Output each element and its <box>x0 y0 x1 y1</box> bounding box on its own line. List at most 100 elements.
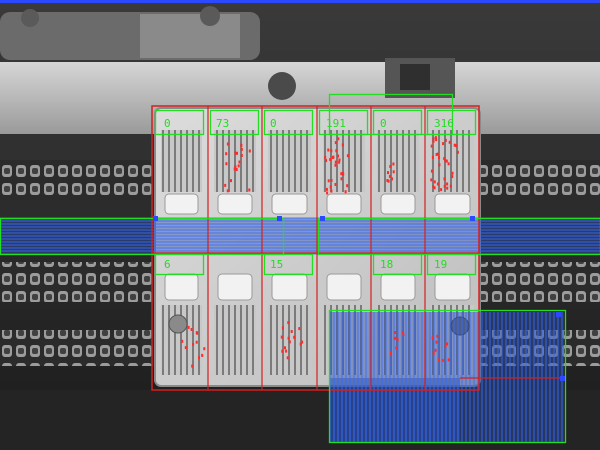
defect-dot <box>433 180 436 184</box>
heatsink-fins-top-6 <box>431 130 474 192</box>
roi-detection-boxes[interactable] <box>0 93 600 444</box>
defect-dot <box>390 351 392 355</box>
heatsink-fins-top-5 <box>377 130 419 192</box>
defect-dot <box>330 189 333 193</box>
defect-dot <box>438 163 441 167</box>
defect-dot <box>396 338 399 342</box>
lower-band-fill <box>330 312 564 442</box>
roi-box-lower[interactable] <box>328 309 567 444</box>
defect-dot <box>393 337 396 340</box>
defect-dot <box>281 349 284 353</box>
defect-dot <box>436 334 439 338</box>
roi-corner-marker[interactable] <box>556 312 561 317</box>
cylinder-body <box>140 14 240 58</box>
defect-dot <box>331 156 334 159</box>
defect-dot <box>234 165 237 169</box>
defect-dot <box>451 175 454 179</box>
heatsink-fins-top-1 <box>161 130 202 192</box>
defect-dot <box>326 191 329 195</box>
defect-dot <box>447 162 450 166</box>
roi-box-label-5[interactable] <box>372 109 423 136</box>
defect-dot <box>387 179 390 183</box>
sensor-head <box>400 64 430 90</box>
clip-top-2 <box>217 193 253 215</box>
defect-dot <box>338 160 341 164</box>
roi-box-label-7[interactable] <box>154 253 205 276</box>
defect-dot <box>225 162 228 166</box>
defect-dot <box>299 342 302 346</box>
defect-dot <box>240 147 243 151</box>
inspection-band-lower[interactable] <box>329 312 564 442</box>
roi-corner-marker[interactable] <box>320 216 325 221</box>
count-label-top-1: 0 <box>164 117 171 130</box>
roi-corner-marker[interactable] <box>153 216 158 221</box>
defect-dot <box>224 183 227 187</box>
defect-dot <box>432 139 435 143</box>
clip-top-5 <box>380 193 416 215</box>
roi-box-label-9[interactable] <box>372 253 423 276</box>
roi-grid[interactable] <box>151 105 565 391</box>
defect-dot <box>441 358 444 362</box>
defect-dot <box>430 178 433 182</box>
defect-dot <box>392 162 395 166</box>
defect-dot <box>431 336 434 340</box>
inspection-band-upper[interactable] <box>0 217 600 255</box>
heatsink-fins-top-3 <box>268 130 311 192</box>
defect-dot <box>240 143 243 147</box>
defect-dot <box>341 143 344 147</box>
defect-dot <box>236 151 238 155</box>
defect-dot <box>446 342 449 346</box>
defect-dot <box>298 327 301 331</box>
defect-dot <box>330 178 333 182</box>
defect-dot <box>387 171 389 175</box>
defect-dot <box>334 160 337 164</box>
defect-dot <box>436 152 439 156</box>
defect-dot <box>444 159 447 163</box>
roi-box-label-6[interactable] <box>426 109 477 136</box>
defect-dot <box>431 155 434 159</box>
defect-dot <box>327 179 330 183</box>
count-label-bottom-5: 18 <box>380 258 393 271</box>
defect-dot <box>226 189 229 193</box>
roi-grid-outline <box>151 105 480 391</box>
defect-dot <box>341 171 344 175</box>
defect-dot <box>334 183 337 186</box>
roi-box-label-4[interactable] <box>318 109 369 136</box>
heatsink-fins-bottom-2 <box>214 305 256 375</box>
machine-base <box>0 390 600 450</box>
defect-dot <box>340 172 343 176</box>
defect-dot <box>334 141 337 145</box>
roi-box-label-8[interactable] <box>263 253 314 276</box>
roi-corner-marker[interactable] <box>560 376 565 381</box>
defect-dot <box>187 325 190 329</box>
clip-bottom-2 <box>217 273 253 301</box>
defect-dot <box>443 177 446 181</box>
defect-dot <box>436 182 439 186</box>
defect-dot <box>392 170 395 174</box>
defect-dot <box>344 190 347 194</box>
defect-dot <box>325 159 328 163</box>
defect-dot <box>433 186 436 190</box>
roi-corner-marker[interactable] <box>277 216 282 221</box>
roi-box-label-3[interactable] <box>263 109 314 136</box>
roi-box-label-1[interactable] <box>154 109 205 136</box>
bolt-top-2 <box>21 9 39 27</box>
roi-corner-marker[interactable] <box>470 216 475 221</box>
defect-dot <box>248 149 251 153</box>
roi-box-upper-left[interactable] <box>0 217 285 256</box>
clip-top-3 <box>271 193 308 215</box>
defect-dot <box>225 152 228 156</box>
defect-dot <box>195 340 198 344</box>
defect-dot <box>388 174 391 178</box>
defect-dot <box>391 177 393 181</box>
roi-box-label-2[interactable] <box>209 109 260 136</box>
defect-dot <box>287 321 290 325</box>
count-label-bottom-1: 6 <box>164 258 171 271</box>
roi-box-label-10[interactable] <box>426 253 477 276</box>
defect-dot <box>446 182 449 186</box>
defect-dot <box>443 157 446 161</box>
defect-dot <box>430 144 433 148</box>
defect-dot <box>386 179 389 182</box>
